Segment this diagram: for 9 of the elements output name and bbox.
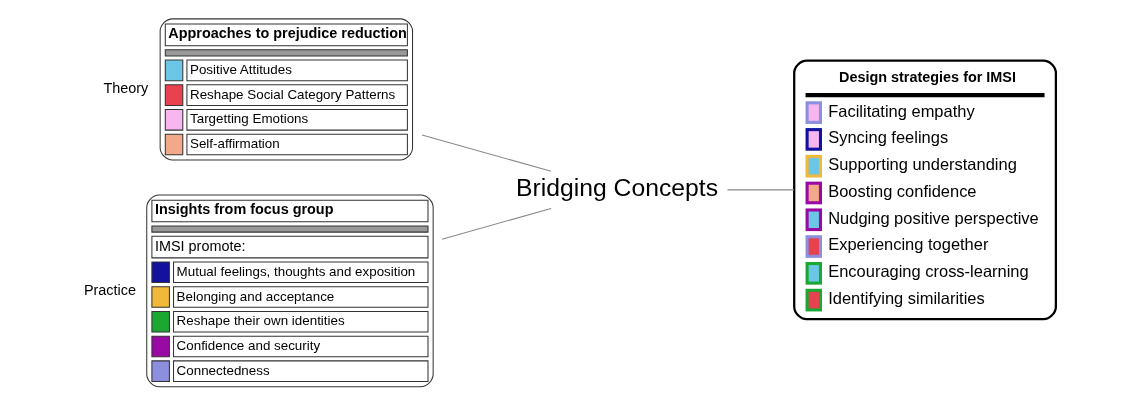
connector <box>440 208 552 240</box>
node-box: Approaches to prejudice reduction Positive Attitudes Reshape Social Category Patterns Targetting Emotions Self-affirmation <box>159 18 413 161</box>
connector <box>726 189 795 191</box>
node-label: Theory <box>102 80 148 97</box>
node-label: Practice <box>83 281 136 298</box>
node-text: Bridging Concepts <box>515 174 718 202</box>
connector <box>421 134 552 172</box>
node-box: Insights from focus group IMSI promote: Mutual feelings, thoughts and exposition Belonging and acceptance Reshape their own identities Confidence and security Connectedness <box>145 194 434 388</box>
node-box: Design strategies for IMSI Facilitating empathy Syncing feelings Supporting understanding Boosting confidence Nudging positive perspective Experiencing together Encouraging cross-learning Identifying similarities <box>792 59 1057 321</box>
